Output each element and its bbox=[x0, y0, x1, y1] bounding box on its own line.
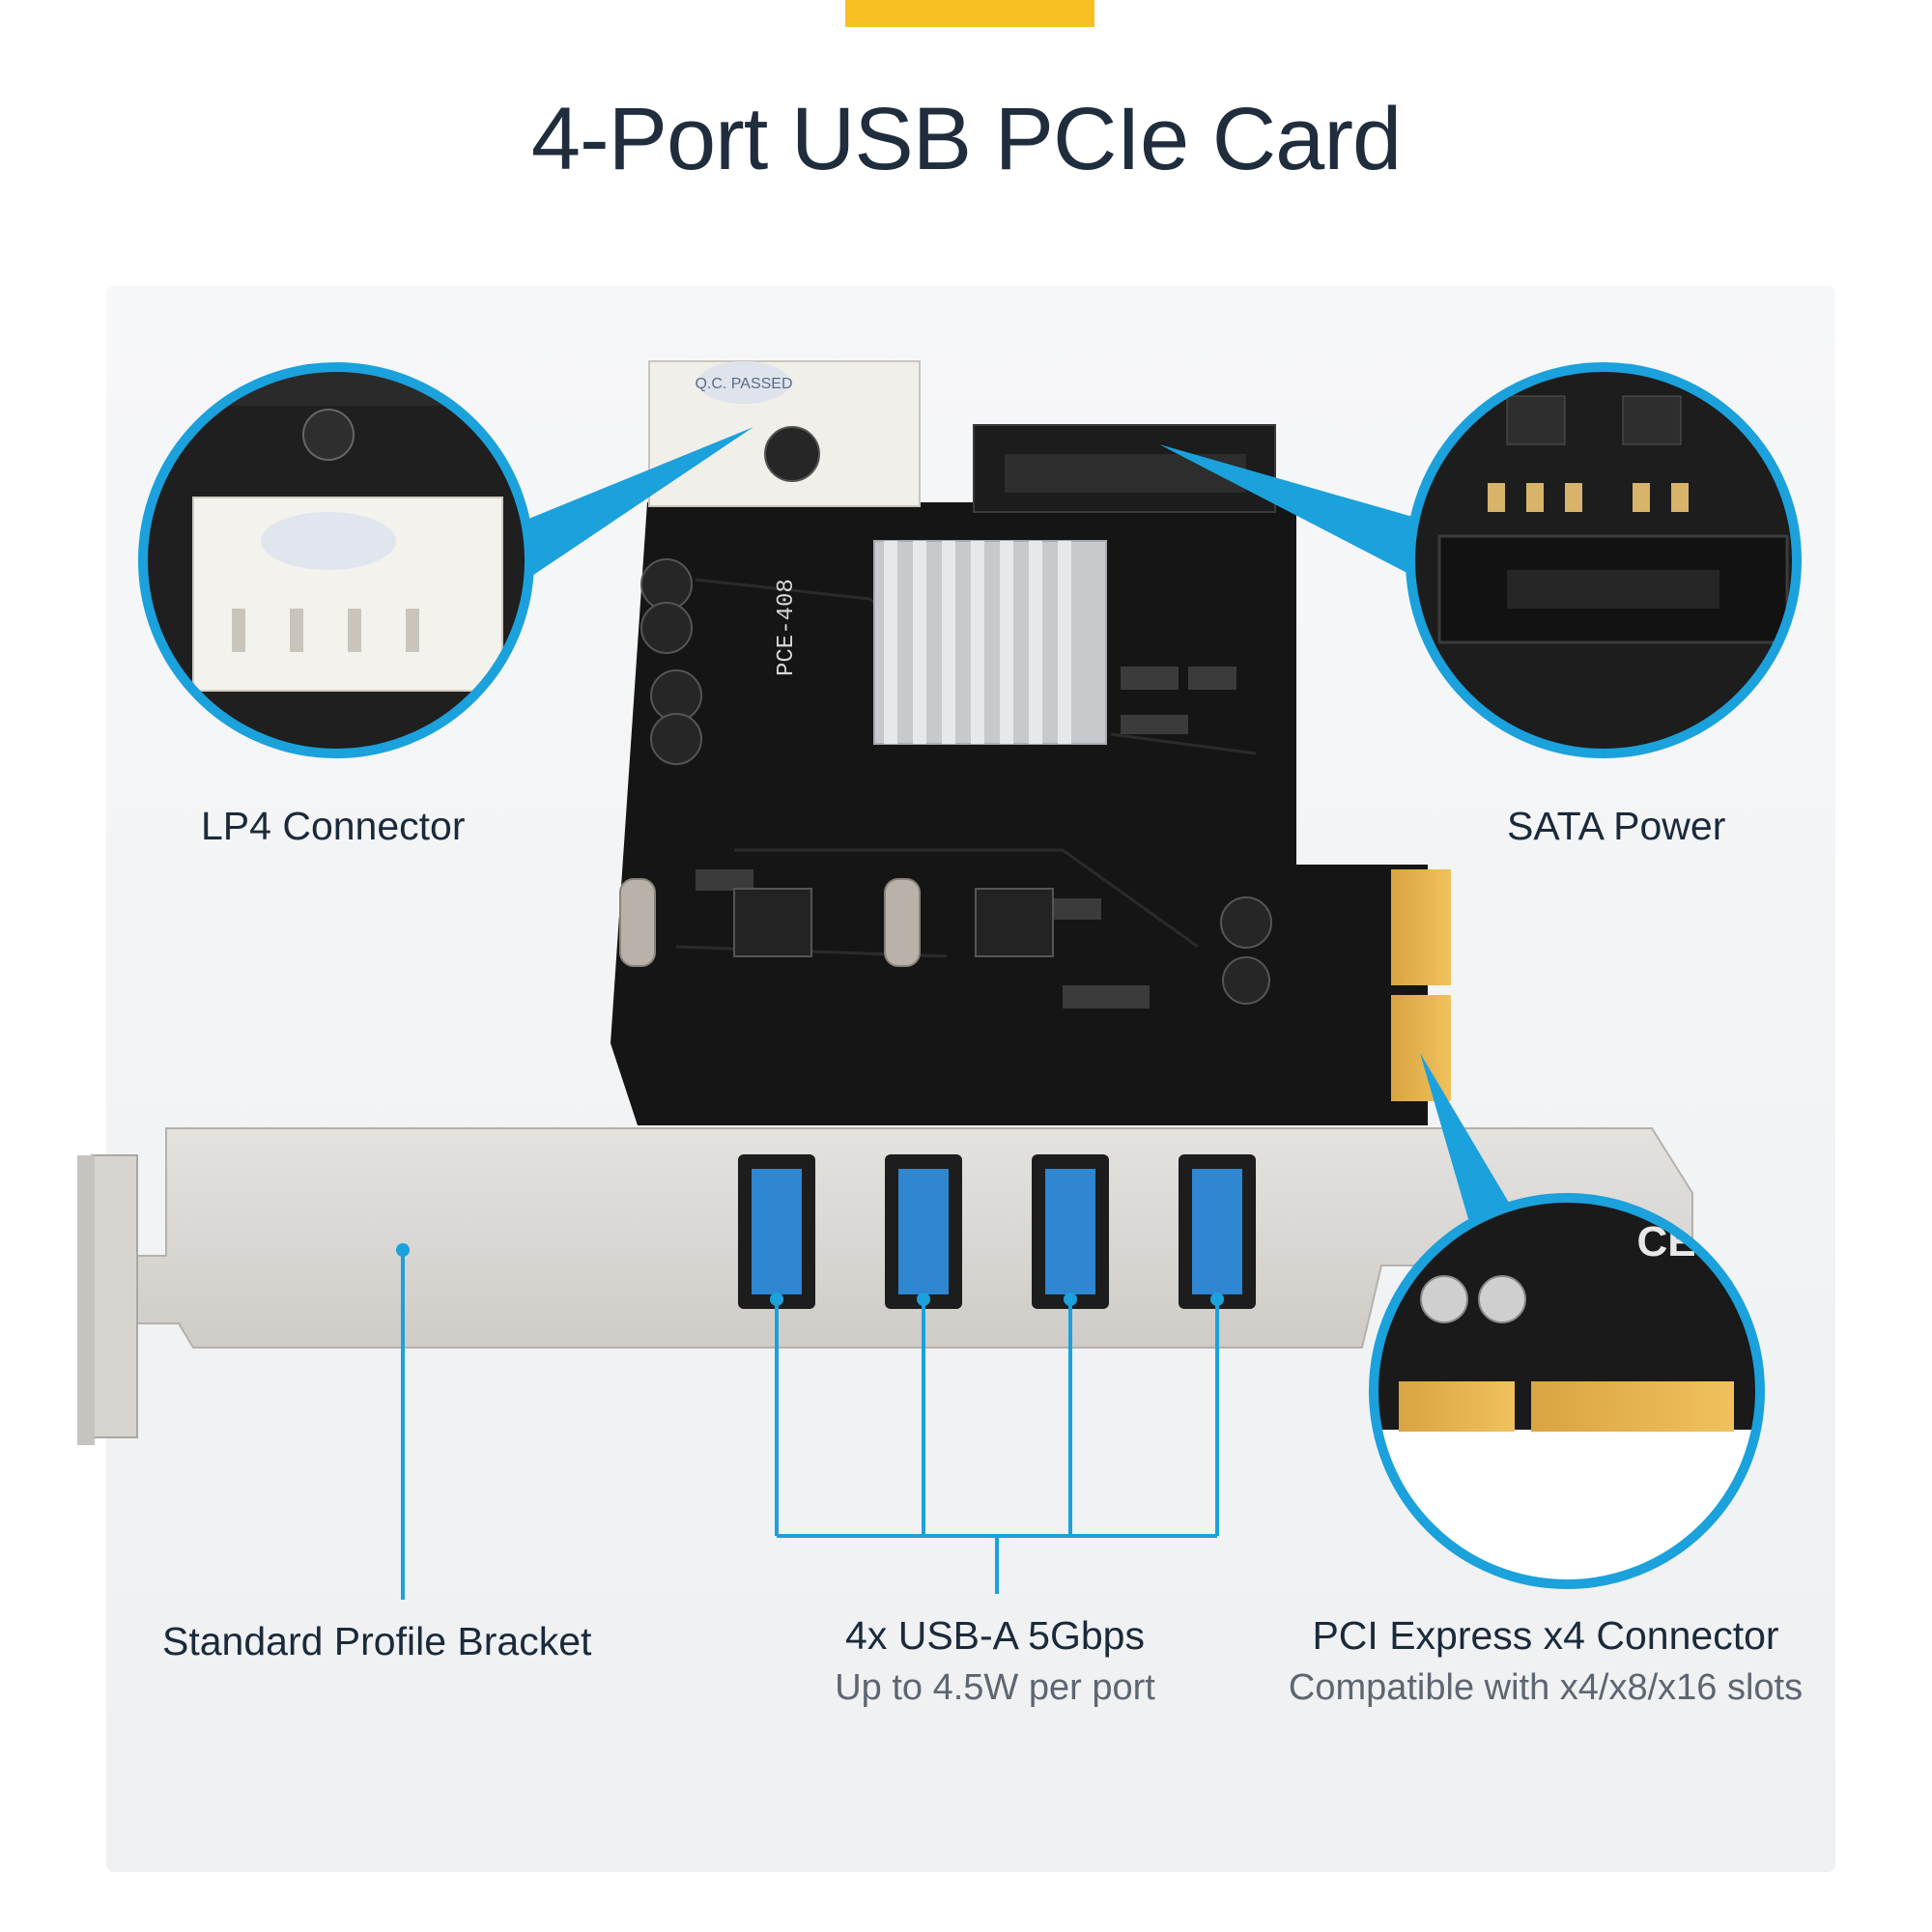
lp4-connector-label: LP4 Connector bbox=[201, 804, 466, 848]
bracket-callout-line bbox=[396, 1243, 410, 1600]
svg-text:Q.C. PASSED: Q.C. PASSED bbox=[695, 376, 792, 392]
pcie-connector-sublabel: Compatible with x4/x8/x16 slots bbox=[1288, 1667, 1804, 1708]
callout-beams bbox=[522, 427, 1512, 1219]
sata-power-label: SATA Power bbox=[1507, 804, 1726, 848]
usb-ports bbox=[738, 1154, 1256, 1309]
bracket-label: Standard Profile Bracket bbox=[162, 1619, 592, 1663]
usb-ports-label: 4x USB-A 5Gbps bbox=[845, 1613, 1145, 1658]
pcie-gold-fingers bbox=[1391, 869, 1451, 1101]
page-title: 4-Port USB PCIe Card bbox=[530, 90, 1402, 188]
crystals bbox=[619, 878, 921, 967]
lp4-zoom-circle bbox=[138, 362, 534, 758]
capacitors bbox=[640, 426, 1272, 1005]
usb-ports-sublabel: Up to 4.5W per port bbox=[835, 1667, 1155, 1708]
accent-bar bbox=[845, 0, 1094, 27]
usb-callout-lines bbox=[775, 1299, 1219, 1594]
pcie-connector-label: PCI Express x4 Connector bbox=[1312, 1613, 1779, 1658]
heatsink bbox=[873, 540, 1107, 745]
pcb-board bbox=[611, 502, 1428, 1125]
sata-zoom-circle bbox=[1406, 362, 1802, 758]
svg-text:PCE-408: PCE-408 bbox=[774, 579, 800, 676]
